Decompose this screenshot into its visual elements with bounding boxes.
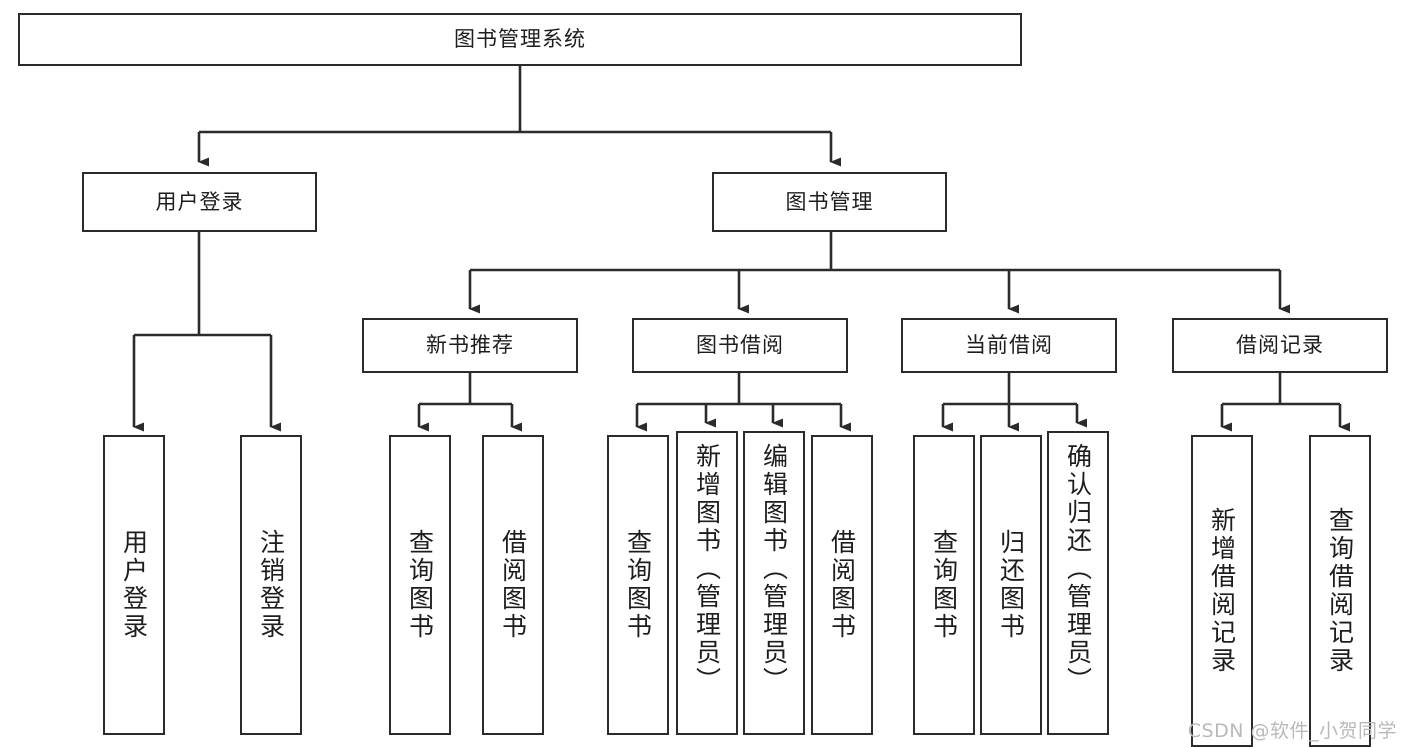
leaf-return-book[interactable]: 归还图书	[980, 435, 1042, 735]
leaf-user-login[interactable]: 用户登录	[103, 435, 165, 735]
leaf-edit-book-label: 编辑图书（管理员）	[759, 443, 789, 695]
leaf-query-borrow-record[interactable]: 查询借阅记录	[1309, 435, 1371, 747]
leaf-confirm-return-label: 确认归还（管理员）	[1063, 443, 1093, 695]
node-book-manage-label: 图书管理	[785, 189, 874, 214]
node-borrow-record[interactable]: 借阅记录	[1172, 318, 1388, 373]
node-new-book-recommend-label: 新书推荐	[426, 333, 514, 358]
leaf-borrow-book-2[interactable]: 借阅图书	[811, 435, 873, 735]
node-book-borrow-label: 图书借阅	[696, 333, 784, 358]
leaf-query-book-1-label: 查询图书	[405, 529, 435, 641]
node-current-borrow-label: 当前借阅	[965, 333, 1053, 358]
leaf-query-book-2-label: 查询图书	[623, 529, 653, 641]
leaf-borrow-book-1-label: 借阅图书	[498, 529, 528, 641]
leaf-add-book-label: 新增图书（管理员）	[692, 443, 722, 695]
leaf-add-book[interactable]: 新增图书（管理员）	[676, 431, 738, 735]
node-current-borrow[interactable]: 当前借阅	[901, 318, 1117, 373]
node-root-label: 图书管理系统	[454, 27, 586, 52]
leaf-borrow-book-2-label: 借阅图书	[827, 529, 857, 641]
leaf-query-book-3[interactable]: 查询图书	[913, 435, 975, 735]
leaf-confirm-return[interactable]: 确认归还（管理员）	[1047, 431, 1109, 735]
leaf-query-book-3-label: 查询图书	[929, 529, 959, 641]
leaf-query-book-2[interactable]: 查询图书	[607, 435, 669, 735]
node-user-login[interactable]: 用户登录	[82, 172, 317, 232]
csdn-watermark: CSDN @软件_小贺同学	[1187, 720, 1397, 742]
leaf-borrow-book-1[interactable]: 借阅图书	[482, 435, 544, 735]
leaf-add-borrow-record-label: 新增借阅记录	[1207, 507, 1237, 675]
node-new-book-recommend[interactable]: 新书推荐	[362, 318, 578, 373]
node-user-login-label: 用户登录	[155, 189, 244, 214]
node-book-manage[interactable]: 图书管理	[712, 172, 947, 232]
node-borrow-record-label: 借阅记录	[1236, 333, 1324, 358]
leaf-query-book-1[interactable]: 查询图书	[389, 435, 451, 735]
leaf-edit-book[interactable]: 编辑图书（管理员）	[743, 431, 805, 735]
leaf-add-borrow-record[interactable]: 新增借阅记录	[1191, 435, 1253, 747]
leaf-user-logout[interactable]: 注销登录	[240, 435, 302, 735]
node-book-borrow[interactable]: 图书借阅	[632, 318, 848, 373]
leaf-user-login-label: 用户登录	[119, 529, 149, 641]
leaf-user-logout-label: 注销登录	[256, 529, 286, 641]
leaf-query-borrow-record-label: 查询借阅记录	[1325, 507, 1355, 675]
leaf-return-book-label: 归还图书	[996, 529, 1026, 641]
node-root[interactable]: 图书管理系统	[18, 13, 1022, 66]
